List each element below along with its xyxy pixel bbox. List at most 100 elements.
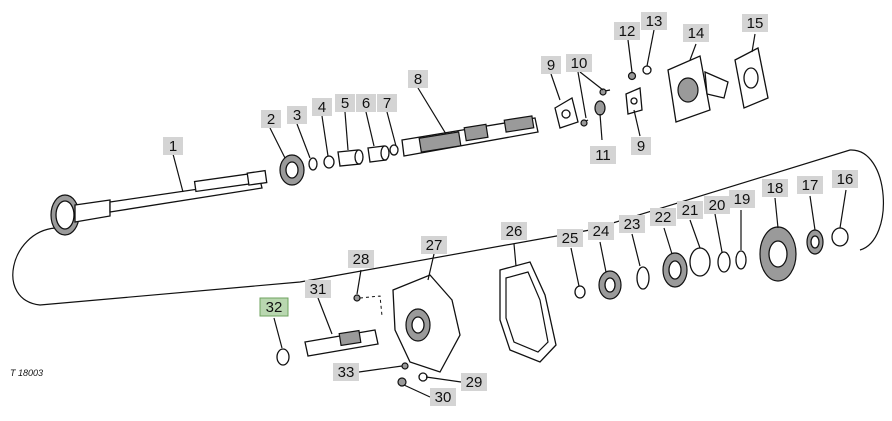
svg-text:22: 22 xyxy=(655,209,672,226)
part-21-snap-ring xyxy=(689,247,711,277)
part-11-bushing xyxy=(594,100,606,116)
part-29-nut xyxy=(418,372,428,382)
svg-text:25: 25 xyxy=(562,230,579,247)
callout-25: 25 xyxy=(557,229,583,247)
svg-text:7: 7 xyxy=(383,95,391,112)
callout-19: 19 xyxy=(729,190,755,208)
callout-8: 8 xyxy=(408,70,428,88)
callout-20: 20 xyxy=(704,196,730,214)
callout-26: 26 xyxy=(501,222,527,240)
part-2-bearing xyxy=(279,154,305,186)
svg-text:13: 13 xyxy=(646,13,663,30)
svg-text:31: 31 xyxy=(310,281,327,298)
callout-13: 13 xyxy=(641,12,667,30)
svg-text:17: 17 xyxy=(802,177,819,194)
svg-text:27: 27 xyxy=(426,237,443,254)
callout-32: 32 xyxy=(259,297,289,317)
svg-text:9: 9 xyxy=(637,138,645,155)
callout-15: 15 xyxy=(742,14,768,32)
callout-16: 16 xyxy=(832,170,858,188)
callout-6: 6 xyxy=(356,94,376,112)
callout-30: 30 xyxy=(430,388,456,406)
part-33-screw xyxy=(401,362,409,370)
svg-text:28: 28 xyxy=(353,251,370,268)
svg-text:20: 20 xyxy=(709,197,726,214)
callout-28: 28 xyxy=(348,250,374,268)
part-10-screws xyxy=(580,88,611,127)
part-6-bushing xyxy=(367,145,390,163)
part-25-ring xyxy=(574,285,586,299)
part-31-short-shaft xyxy=(304,329,379,357)
callout-3: 3 xyxy=(287,106,307,124)
callout-9-lower: 9 xyxy=(631,137,651,155)
callout-1: 1 xyxy=(163,137,183,155)
leader-lines xyxy=(172,29,847,398)
callout-4: 4 xyxy=(312,98,332,116)
svg-text:29: 29 xyxy=(466,374,483,391)
part-4-ring xyxy=(323,155,335,169)
part-3-ring xyxy=(308,157,318,171)
svg-text:32: 32 xyxy=(266,299,283,316)
part-7-ring xyxy=(389,144,399,156)
callout-5: 5 xyxy=(335,94,355,112)
figure-reference-number: T 18003 xyxy=(10,368,43,378)
callout-27: 27 xyxy=(421,236,447,254)
part-9-gasket-left xyxy=(554,96,579,129)
svg-text:4: 4 xyxy=(318,99,326,116)
part-30-bolt xyxy=(397,377,407,387)
svg-text:8: 8 xyxy=(414,71,422,88)
part-20-ring xyxy=(717,251,731,273)
svg-text:26: 26 xyxy=(506,223,523,240)
svg-text:33: 33 xyxy=(338,364,355,381)
svg-text:15: 15 xyxy=(747,15,764,32)
part-1-shaft xyxy=(50,169,268,236)
callout-23: 23 xyxy=(619,215,645,233)
part-28-screw xyxy=(353,294,383,317)
part-13-washer xyxy=(642,65,652,75)
part-14-housing xyxy=(667,55,729,123)
callout-22: 22 xyxy=(650,208,676,226)
svg-text:30: 30 xyxy=(435,389,452,406)
part-19-ring xyxy=(735,250,747,270)
callout-31: 31 xyxy=(305,280,331,298)
part-12-nut xyxy=(627,71,637,81)
svg-text:21: 21 xyxy=(682,202,699,219)
callout-10: 10 xyxy=(566,54,592,72)
part-18-gear xyxy=(759,226,797,282)
svg-text:18: 18 xyxy=(767,180,784,197)
svg-text:9: 9 xyxy=(547,57,555,74)
svg-text:14: 14 xyxy=(688,25,705,42)
svg-text:16: 16 xyxy=(837,171,854,188)
callout-24: 24 xyxy=(588,222,614,240)
part-5-bushing xyxy=(337,149,364,167)
part-9-gasket-right xyxy=(625,87,643,115)
svg-text:10: 10 xyxy=(571,55,588,72)
callout-33: 33 xyxy=(333,363,359,381)
callout-2: 2 xyxy=(261,110,281,128)
svg-text:6: 6 xyxy=(362,95,370,112)
part-15-gasket xyxy=(734,47,769,109)
callout-18: 18 xyxy=(762,179,788,197)
part-27-cover xyxy=(392,274,461,373)
part-8-splined-shaft xyxy=(401,115,539,157)
callout-9-upper: 9 xyxy=(541,56,561,74)
svg-text:3: 3 xyxy=(293,107,301,124)
part-23-ring xyxy=(636,266,650,290)
svg-text:5: 5 xyxy=(341,95,349,112)
svg-text:2: 2 xyxy=(267,111,275,128)
part-26-gasket xyxy=(499,261,557,363)
callout-14: 14 xyxy=(683,24,709,42)
part-24-bearing xyxy=(598,270,622,300)
callout-21: 21 xyxy=(677,201,703,219)
callout-17: 17 xyxy=(797,176,823,194)
svg-text:24: 24 xyxy=(593,223,610,240)
part-22-bearing xyxy=(662,252,688,288)
part-16-ring xyxy=(831,227,849,247)
svg-text:11: 11 xyxy=(595,147,611,164)
svg-text:23: 23 xyxy=(624,216,641,233)
callout-29: 29 xyxy=(461,373,487,391)
svg-text:12: 12 xyxy=(619,23,636,40)
svg-text:19: 19 xyxy=(734,191,751,208)
part-17-bearing xyxy=(806,229,824,255)
